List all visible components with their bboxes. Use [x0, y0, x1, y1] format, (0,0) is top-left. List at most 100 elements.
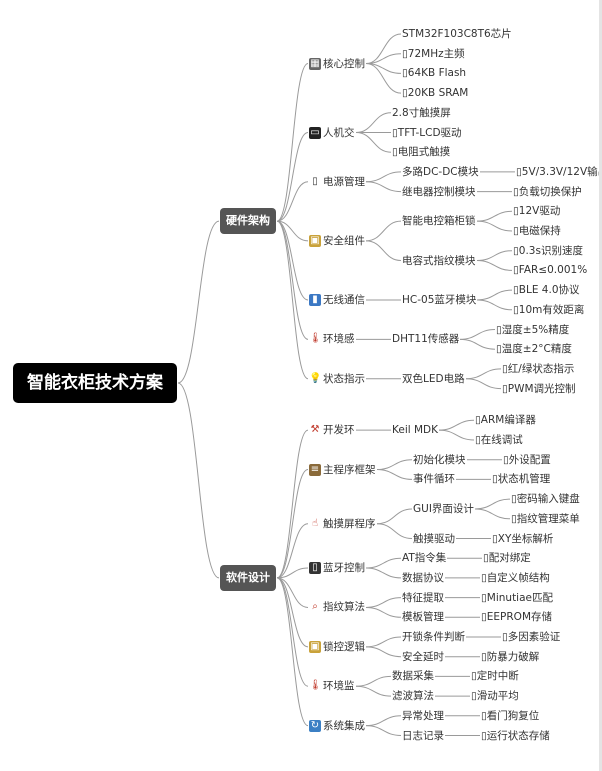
subtopic-node[interactable]: DHT11传感器	[392, 332, 459, 346]
topic-node[interactable]: ▣锁控逻辑	[309, 640, 365, 654]
subtopic-node[interactable]: ▯64KB Flash	[402, 66, 466, 80]
subtopic-node[interactable]: ▯PWM调光控制	[502, 382, 576, 396]
subtopic-node[interactable]: ▯外设配置	[503, 453, 551, 467]
subtopic-node[interactable]: 电容式指纹模块	[402, 254, 476, 268]
connector-line	[365, 240, 402, 262]
subtopic-node[interactable]: ▯在线调试	[475, 433, 523, 447]
topic-node[interactable]: ▯蓝牙控制	[309, 561, 365, 575]
subtopic-node[interactable]: ▯电磁保持	[513, 224, 561, 238]
connector-line	[474, 508, 511, 520]
node-label: ▯XY坐标解析	[492, 532, 554, 545]
topic-node[interactable]: ▭人机交	[309, 126, 355, 140]
connector-line	[276, 132, 309, 222]
node-label: 智能电控箱柜锁	[402, 215, 476, 228]
subtopic-node[interactable]: ▯BLE 4.0协议	[513, 283, 580, 297]
subtopic-node[interactable]: ▯自定义帧结构	[481, 571, 550, 585]
subtopic-node[interactable]: 模板管理	[402, 610, 444, 624]
node-label: 特征提取	[402, 591, 444, 604]
node-label: 初始化模块	[413, 453, 466, 466]
subtopic-node[interactable]: 异常处理	[402, 709, 444, 723]
subtopic-node[interactable]: 多路DC-DC模块	[402, 165, 479, 179]
subtopic-node[interactable]: 继电器控制模块	[402, 185, 476, 199]
subtopic-node[interactable]: ▯看门狗复位	[481, 709, 539, 723]
subtopic-node[interactable]: ▯5V/3.3V/12V输出	[516, 165, 599, 179]
subtopic-node[interactable]: 触摸驱动	[413, 532, 455, 546]
topic-node[interactable]: ▮无线通信	[309, 293, 365, 307]
topic-node[interactable]: ▣安全组件	[309, 234, 365, 248]
subtopic-node[interactable]: ▯运行状态存储	[481, 729, 550, 743]
subtopic-node[interactable]: ▯湿度±5%精度	[496, 323, 569, 337]
topic-node[interactable]: ↻系统集成	[309, 719, 365, 733]
node-label: ▯配对绑定	[483, 552, 531, 565]
node-label: 指纹算法	[323, 601, 365, 614]
subtopic-node[interactable]: ▯0.3s识别速度	[513, 244, 583, 258]
node-label: 日志记录	[402, 729, 444, 742]
subtopic-node[interactable]: ▯Minutiae匹配	[481, 591, 553, 605]
node-label: ▯温度±2°C精度	[496, 343, 572, 356]
subtopic-node[interactable]: ▯配对绑定	[483, 551, 531, 565]
subtopic-node[interactable]: 双色LED电路	[402, 372, 465, 386]
node-label: HC-05蓝牙模块	[402, 293, 477, 306]
topic-node[interactable]: ≡主程序框架	[309, 463, 376, 477]
subtopic-node[interactable]: 数据采集	[392, 669, 434, 683]
branch-node[interactable]: 软件设计	[220, 564, 276, 591]
subtopic-node[interactable]: ▯红/绿状态指示	[502, 362, 574, 376]
subtopic-node[interactable]: ▯EEPROM存储	[481, 610, 552, 624]
subtopic-node[interactable]: ▯TFT-LCD驱动	[392, 126, 462, 140]
subtopic-node[interactable]: 智能电控箱柜锁	[402, 214, 476, 228]
topic-node[interactable]: 🌡环境监	[309, 679, 355, 693]
subtopic-node[interactable]: ▯温度±2°C精度	[496, 342, 572, 356]
subtopic-node[interactable]: AT指令集	[402, 551, 446, 565]
subtopic-node[interactable]: ▯定时中断	[471, 669, 519, 683]
subtopic-node[interactable]: ▯12V驱动	[513, 204, 560, 218]
subtopic-node[interactable]: 日志记录	[402, 729, 444, 743]
subtopic-node[interactable]: ▯密码输入键盘	[511, 492, 580, 506]
subtopic-node[interactable]: ▯多因素验证	[502, 630, 560, 644]
topic-node[interactable]: ▦核心控制	[309, 57, 365, 71]
subtopic-node[interactable]: ▯10m有效距离	[513, 303, 584, 317]
topic-node[interactable]: ⚒开发环	[309, 423, 355, 437]
topic-node[interactable]: 🌡环境感	[309, 332, 355, 346]
subtopic-node[interactable]: ▯指纹管理菜单	[511, 512, 580, 526]
topic-node[interactable]: 💡状态指示	[309, 372, 365, 386]
node-label: 蓝牙控制	[323, 562, 365, 575]
node-label: ▯64KB Flash	[402, 67, 467, 80]
subtopic-node[interactable]: 数据协议	[402, 571, 444, 585]
root-node[interactable]: 智能衣柜技术方案	[13, 363, 177, 403]
connector-line	[355, 675, 392, 687]
subtopic-node[interactable]: 初始化模块	[413, 453, 466, 467]
subtopic-node[interactable]: STM32F103C8T6芯片	[402, 27, 512, 41]
subtopic-node[interactable]: ▯电阻式触摸	[392, 145, 450, 159]
connector-line	[276, 469, 309, 579]
topic-node[interactable]: ⌕指纹算法	[309, 600, 365, 614]
subtopic-node[interactable]: 特征提取	[402, 591, 444, 605]
thermometer-icon: 🌡	[309, 680, 322, 692]
subtopic-node[interactable]: 滤波算法	[392, 689, 434, 703]
node-label: ▯红/绿状态指示	[502, 362, 575, 375]
subtopic-node[interactable]: 安全延时	[402, 650, 444, 664]
subtopic-node[interactable]: ▯状态机管理	[492, 472, 550, 486]
subtopic-node[interactable]: ▯滑动平均	[471, 689, 519, 703]
topic-node[interactable]: ▯电源管理	[309, 175, 365, 189]
subtopic-node[interactable]: ▯防暴力破解	[481, 650, 539, 664]
connector-line	[465, 368, 502, 380]
topic-node[interactable]: ☝触摸屏程序	[309, 517, 376, 531]
subtopic-node[interactable]: HC-05蓝牙模块	[402, 293, 476, 307]
branch-node[interactable]: 硬件架构	[220, 208, 276, 235]
subtopic-node[interactable]: ▯XY坐标解析	[492, 532, 553, 546]
subtopic-node[interactable]: 2.8寸触摸屏	[392, 106, 451, 120]
subtopic-node[interactable]: ▯20KB SRAM	[402, 86, 468, 100]
node-label: ▯湿度±5%精度	[496, 323, 570, 336]
pointing-hand-icon: ☝	[311, 517, 319, 529]
connector-line	[276, 523, 309, 579]
subtopic-node[interactable]: ▯ARM编译器	[475, 413, 536, 427]
node-label: 事件循环	[413, 473, 455, 486]
subtopic-node[interactable]: ▯负载切换保护	[513, 185, 582, 199]
subtopic-node[interactable]: 开锁条件判断	[402, 630, 465, 644]
subtopic-node[interactable]: ▯FAR≤0.001%	[513, 263, 587, 277]
subtopic-node[interactable]: 事件循环	[413, 472, 455, 486]
subtopic-node[interactable]: Keil MDK	[392, 423, 438, 437]
subtopic-node[interactable]: GUI界面设计	[413, 502, 474, 516]
connector-line	[365, 597, 402, 608]
subtopic-node[interactable]: ▯72MHz主频	[402, 47, 465, 61]
